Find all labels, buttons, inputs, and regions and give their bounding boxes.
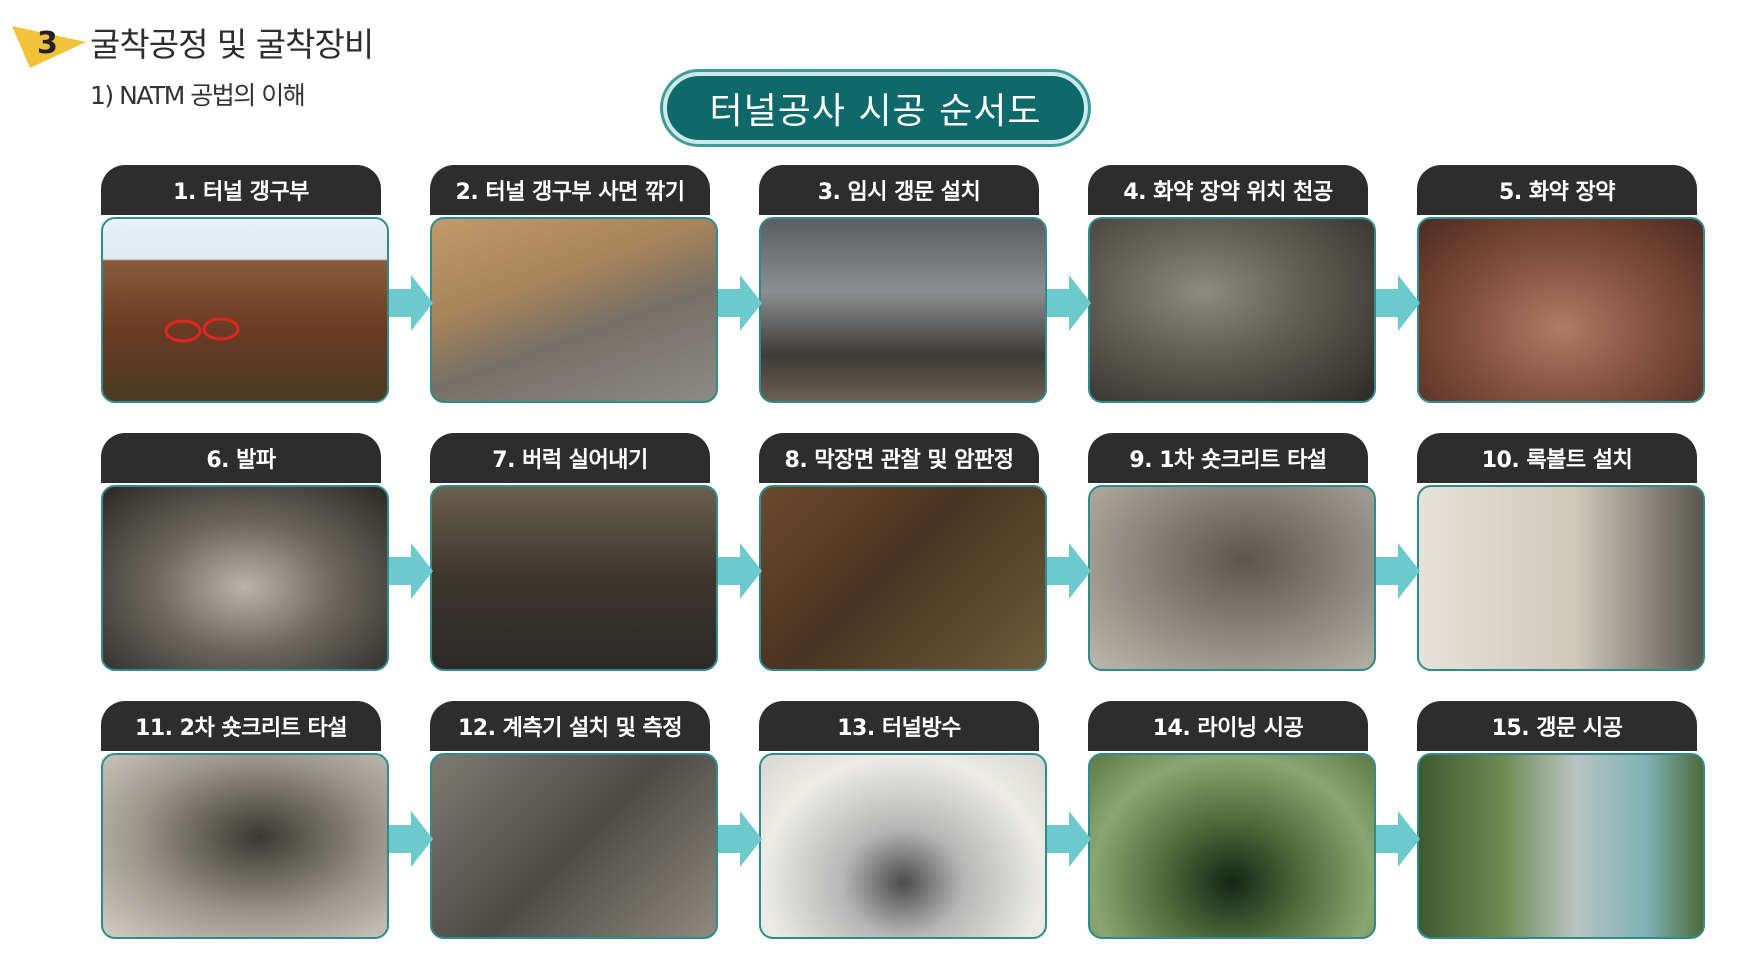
arrow-right-icon: [389, 811, 433, 867]
step-card-11: 11. 2차 숏크리트 타설: [101, 701, 393, 961]
arrow-right-icon: [1376, 275, 1420, 331]
step-card-9: 9. 1차 숏크리트 타설: [1088, 433, 1380, 693]
arrow-right-icon: [1376, 811, 1420, 867]
step-label: 12. 계측기 설치 및 측정: [430, 701, 710, 751]
waterproofing-photo: [759, 753, 1047, 939]
step-label: 9. 1차 숏크리트 타설: [1088, 433, 1368, 483]
step-card-12: 12. 계측기 설치 및 측정: [430, 701, 722, 961]
drilling-photo: [1088, 217, 1376, 403]
badge-triangle-icon: [12, 26, 86, 68]
step-card-10: 10. 록볼트 설치: [1417, 433, 1709, 693]
face-inspection-photo: [759, 485, 1047, 671]
step-label: 15. 갱문 시공: [1417, 701, 1697, 751]
shotcrete-1-photo: [1088, 485, 1376, 671]
step-label: 5. 화약 장약: [1417, 165, 1697, 215]
mucking-photo: [430, 485, 718, 671]
tunnel-portal-photo: [101, 217, 389, 403]
flowchart-title-pill: 터널공사 시공 순서도: [663, 72, 1088, 144]
step-card-8: 8. 막장면 관찰 및 암판정: [759, 433, 1051, 693]
portal-marker-icon: [164, 317, 240, 343]
lining-photo: [1088, 753, 1376, 939]
step-card-7: 7. 버럭 실어내기: [430, 433, 722, 693]
step-label: 7. 버럭 실어내기: [430, 433, 710, 483]
slope-cutting-photo: [430, 217, 718, 403]
step-label: 11. 2차 숏크리트 타설: [101, 701, 381, 751]
step-card-15: 15. 갱문 시공: [1417, 701, 1709, 961]
section-title: 굴착공정 및 굴착장비: [90, 25, 374, 64]
step-card-14: 14. 라이닝 시공: [1088, 701, 1380, 961]
arrow-right-icon: [718, 275, 762, 331]
final-portal-photo: [1417, 753, 1705, 939]
step-card-4: 4. 화약 장약 위치 천공: [1088, 165, 1380, 425]
arrow-right-icon: [718, 811, 762, 867]
arrow-right-icon: [389, 543, 433, 599]
blasting-photo: [101, 485, 389, 671]
step-card-13: 13. 터널방수: [759, 701, 1051, 961]
rockbolt-photo: [1417, 485, 1705, 671]
arrow-right-icon: [389, 275, 433, 331]
step-label: 4. 화약 장약 위치 천공: [1088, 165, 1368, 215]
section-number: 3: [37, 26, 58, 61]
flowchart-title: 터널공사 시공 순서도: [709, 91, 1042, 132]
subsection-title: 1) NATM 공법의 이해: [90, 81, 306, 110]
step-label: 13. 터널방수: [759, 701, 1039, 751]
step-label: 3. 임시 갱문 설치: [759, 165, 1039, 215]
shotcrete-2-photo: [101, 753, 389, 939]
step-card-1: 1. 터널 갱구부: [101, 165, 393, 425]
arrow-right-icon: [1376, 543, 1420, 599]
step-card-5: 5. 화약 장약: [1417, 165, 1709, 425]
step-label: 10. 록볼트 설치: [1417, 433, 1697, 483]
arrow-right-icon: [718, 543, 762, 599]
step-label: 2. 터널 갱구부 사면 깎기: [430, 165, 710, 215]
step-card-6: 6. 발파: [101, 433, 393, 693]
step-label: 8. 막장면 관찰 및 암판정: [759, 433, 1039, 483]
step-card-2: 2. 터널 갱구부 사면 깎기: [430, 165, 722, 425]
arrow-right-icon: [1047, 275, 1091, 331]
step-card-3: 3. 임시 갱문 설치: [759, 165, 1051, 425]
arrow-right-icon: [1047, 811, 1091, 867]
section-badge: 3: [10, 16, 88, 70]
step-label: 6. 발파: [101, 433, 381, 483]
arrow-right-icon: [1047, 543, 1091, 599]
step-label: 14. 라이닝 시공: [1088, 701, 1368, 751]
charging-photo: [1417, 217, 1705, 403]
measurement-photo: [430, 753, 718, 939]
temporary-portal-photo: [759, 217, 1047, 403]
step-label: 1. 터널 갱구부: [101, 165, 381, 215]
